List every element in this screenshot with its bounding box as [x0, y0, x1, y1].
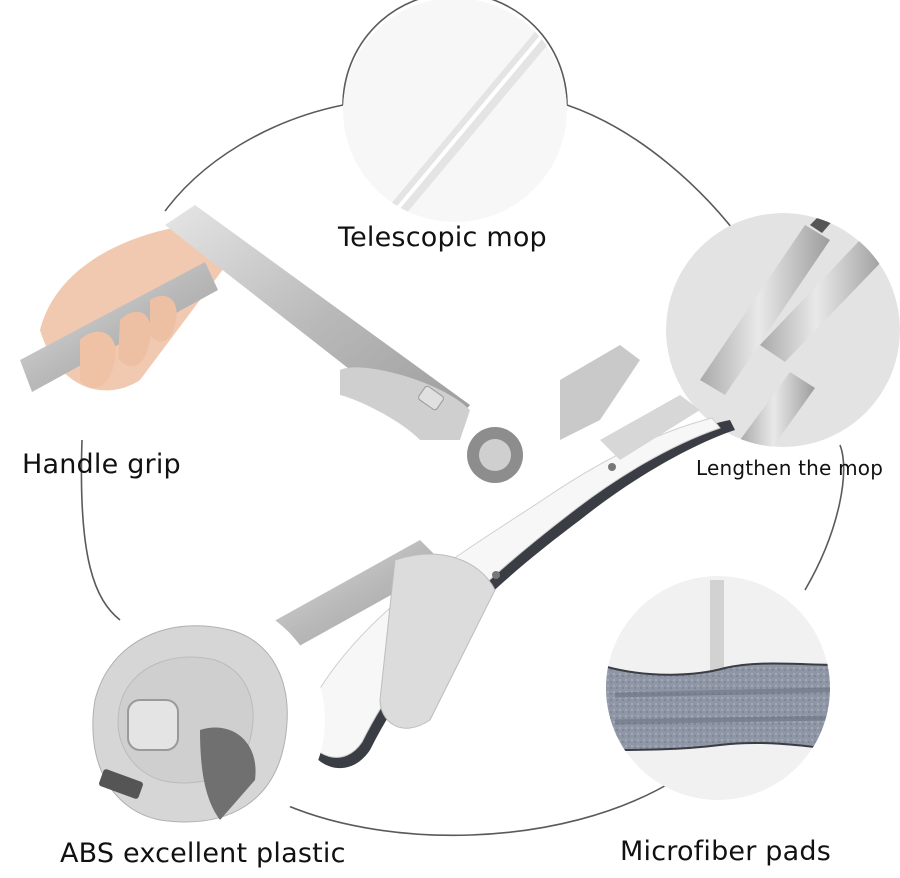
label-telescopic-mop: Telescopic mop	[338, 222, 547, 253]
label-abs-plastic: ABS excellent plastic	[60, 838, 346, 869]
inset-abs-plastic	[75, 595, 325, 845]
mop-illustration	[165, 205, 735, 769]
inset-handle-grip	[2, 202, 238, 438]
inset-telescopic	[343, 0, 567, 222]
central-outline	[80, 0, 845, 837]
label-microfiber-pads: Microfiber pads	[620, 836, 831, 867]
label-handle-grip: Handle grip	[22, 449, 181, 480]
label-lengthen-the-mop: Lengthen the mop	[696, 456, 884, 480]
inset-microfiber	[606, 576, 830, 800]
inset-lengthen	[666, 213, 900, 447]
